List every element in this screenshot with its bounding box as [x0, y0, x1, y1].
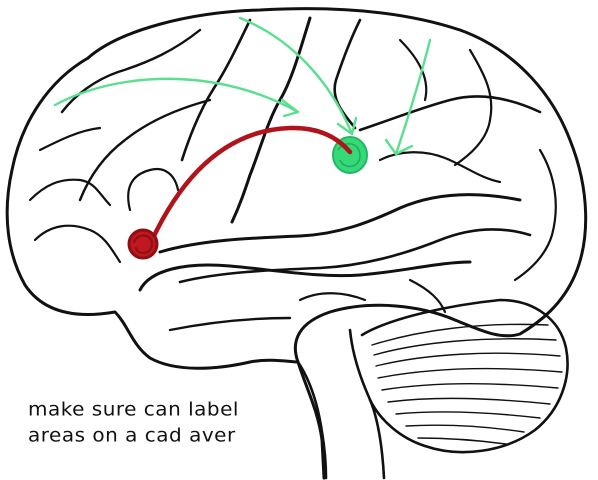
postcentral-sulcus: [333, 18, 362, 130]
brain-outline: [5, 7, 588, 480]
green-arrow-head-2: [336, 116, 358, 136]
cerebellum-folia-1: [371, 323, 549, 346]
green-arrow-icon: [394, 38, 432, 156]
superior-frontal-sulcus: [60, 28, 202, 114]
cerebellum-outline: [360, 298, 569, 454]
frontal-base: [5, 56, 300, 370]
inferior-temporal-sulcus: [168, 316, 292, 332]
occipital-fold: [513, 148, 557, 282]
red-connection: [127, 125, 353, 260]
cerebellum-folia-8: [405, 424, 525, 433]
green-arrow-head-3: [384, 138, 414, 156]
lateral-sulcus: [158, 193, 522, 254]
precentral-sulcus: [180, 18, 252, 162]
green-arrows: [53, 16, 432, 156]
green-arrow-icon: [53, 77, 300, 114]
green-arrow-head-1: [280, 98, 300, 118]
frontal-fold-2: [28, 178, 112, 207]
cerebellum-folia-6: [387, 397, 551, 405]
temporal-fold-1: [298, 292, 367, 302]
cerebellum-folia-5: [381, 383, 559, 391]
cerebellum-folia-2: [373, 338, 557, 356]
frontal-fold-3: [33, 224, 122, 264]
cerebrum-outline: [86, 7, 588, 480]
orbital-fold: [127, 167, 180, 212]
intraparietal-sulcus: [358, 95, 542, 132]
superior-temporal-sulcus: [178, 228, 532, 284]
parietal-fold-3: [378, 151, 502, 184]
cerebellum: [360, 298, 569, 454]
cerebellum-folia-9: [417, 437, 507, 445]
red-spot-scribble: [132, 234, 154, 254]
red-arc-icon: [149, 125, 353, 243]
handwritten-note-line-2: areas on a cad aver: [28, 424, 236, 447]
handwritten-note-line-1: make sure can label: [28, 398, 239, 421]
cerebellum-folia-4: [377, 367, 563, 379]
frontal-fold-1: [38, 126, 102, 152]
cerebellum-folia-7: [395, 411, 541, 419]
parietal-fold-2: [453, 48, 493, 167]
cerebellum-folia-3: [375, 352, 561, 367]
central-sulcus: [230, 16, 312, 224]
green-arrow-icon: [238, 16, 354, 136]
temporal-lobe-outline: [138, 260, 472, 292]
inferior-frontal-sulcus: [78, 98, 212, 202]
brainstem-front: [296, 360, 328, 480]
brainstem-back: [348, 328, 386, 480]
